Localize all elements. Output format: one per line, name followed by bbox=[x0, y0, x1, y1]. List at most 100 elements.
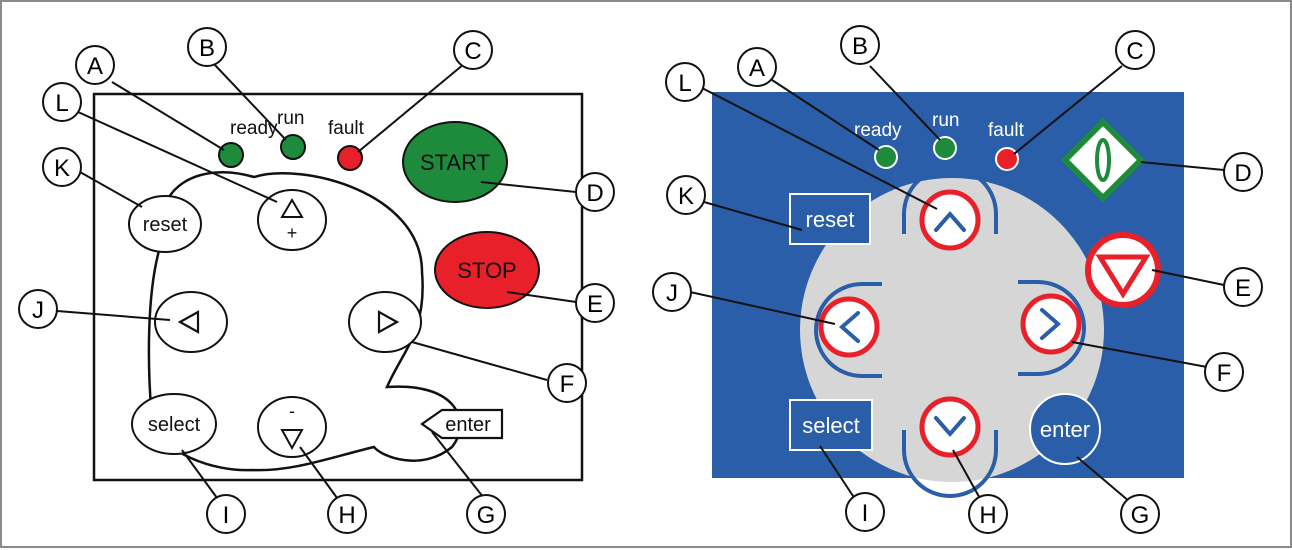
left-callout-b: B bbox=[187, 27, 227, 67]
svg-text:E: E bbox=[1235, 275, 1251, 302]
svg-text:L: L bbox=[55, 90, 68, 117]
down-arrow-icon bbox=[280, 429, 304, 451]
callout-line-g2 bbox=[1076, 456, 1131, 503]
right-callout-d: D bbox=[1223, 152, 1263, 192]
right-callout-e: E bbox=[1223, 267, 1263, 307]
callout-line-c bbox=[357, 63, 465, 153]
left-chevron-icon bbox=[838, 311, 860, 343]
callout-line-h2 bbox=[952, 449, 983, 503]
right-run-label: run bbox=[932, 110, 959, 131]
right-reset-label: reset bbox=[806, 207, 855, 232]
right-select-label: select bbox=[802, 413, 859, 438]
left-down-minus-button[interactable]: - bbox=[257, 396, 327, 458]
stop-icon bbox=[1095, 254, 1151, 299]
callout-line-h bbox=[299, 446, 341, 503]
callout-line-a2 bbox=[771, 79, 880, 151]
left-keypad: ready run fault START STOP reset + bbox=[92, 92, 584, 482]
callout-line-d2 bbox=[1140, 161, 1225, 171]
left-enter-button[interactable]: enter bbox=[420, 408, 504, 440]
left-reset-button[interactable]: reset bbox=[128, 195, 202, 253]
left-callout-d: D bbox=[575, 172, 615, 212]
left-stop-label: STOP bbox=[457, 258, 517, 283]
right-run-led bbox=[933, 136, 957, 160]
left-stop-button[interactable]: STOP bbox=[434, 231, 540, 309]
left-callout-f: F bbox=[547, 363, 587, 403]
svg-text:G: G bbox=[1131, 502, 1150, 529]
right-callouts bbox=[689, 65, 1225, 503]
right-fault-label: fault bbox=[988, 120, 1025, 141]
right-callout-f: F bbox=[1204, 352, 1244, 392]
svg-text:F: F bbox=[560, 371, 575, 398]
left-left-arrow-button[interactable] bbox=[154, 291, 228, 353]
left-fault-label: fault bbox=[328, 118, 365, 139]
callout-line-b2 bbox=[869, 65, 941, 141]
left-select-button[interactable]: select bbox=[131, 393, 217, 455]
svg-text:J: J bbox=[666, 280, 678, 307]
right-chevron-icon bbox=[1040, 308, 1062, 340]
svg-text:I: I bbox=[862, 500, 869, 527]
svg-text:D: D bbox=[1234, 160, 1251, 187]
right-callout-b: B bbox=[840, 25, 880, 65]
left-select-label: select bbox=[148, 414, 201, 436]
svg-text:D: D bbox=[586, 180, 603, 207]
start-icon bbox=[1095, 138, 1111, 182]
callout-line-e2 bbox=[1151, 269, 1225, 286]
left-start-button[interactable]: START bbox=[402, 121, 508, 203]
right-up-button[interactable] bbox=[902, 166, 998, 251]
right-callout-a: A bbox=[737, 47, 777, 87]
left-callout-badges: A B C D E F G H I J K L bbox=[18, 27, 615, 534]
left-ready-led bbox=[218, 142, 244, 168]
svg-text:B: B bbox=[852, 33, 868, 60]
right-arrow-icon bbox=[377, 310, 400, 334]
left-callouts bbox=[56, 63, 577, 503]
right-callout-c: C bbox=[1115, 30, 1155, 70]
up-chevron-icon bbox=[934, 210, 966, 232]
right-keypad: ready run fault reset select enter bbox=[712, 92, 1184, 498]
callout-line-l bbox=[66, 106, 278, 203]
callout-line-f bbox=[411, 341, 548, 381]
left-callout-k: K bbox=[42, 147, 82, 187]
callout-line-j bbox=[56, 310, 171, 321]
callout-line-c2 bbox=[1013, 65, 1123, 155]
right-left-button[interactable] bbox=[814, 282, 882, 378]
right-start-button[interactable] bbox=[1060, 117, 1146, 203]
callout-line-f2 bbox=[1071, 341, 1208, 368]
right-ready-label: ready bbox=[854, 120, 902, 141]
svg-text:H: H bbox=[979, 502, 996, 529]
left-callout-e: E bbox=[575, 283, 615, 323]
callout-line-i bbox=[181, 449, 221, 503]
right-enter-button[interactable]: enter bbox=[1029, 393, 1101, 465]
left-right-arrow-button[interactable] bbox=[348, 291, 422, 353]
left-up-plus-button[interactable]: + bbox=[257, 189, 327, 251]
callout-line-e bbox=[506, 291, 577, 303]
left-fault-led bbox=[337, 145, 363, 171]
right-callout-g: G bbox=[1120, 494, 1160, 534]
callout-line-b bbox=[213, 63, 287, 141]
right-nav-pad bbox=[800, 178, 1104, 482]
svg-text:C: C bbox=[1126, 38, 1143, 65]
svg-text:B: B bbox=[199, 35, 215, 62]
callout-line-l2 bbox=[701, 87, 938, 210]
left-minus-label: - bbox=[289, 401, 295, 421]
right-reset-button[interactable]: reset bbox=[789, 193, 871, 245]
left-plus-label: + bbox=[287, 223, 298, 243]
right-stop-button[interactable] bbox=[1085, 232, 1161, 308]
callout-line-i2 bbox=[819, 445, 858, 503]
left-callout-j: J bbox=[18, 289, 58, 329]
right-right-button[interactable] bbox=[1018, 280, 1086, 376]
svg-text:G: G bbox=[477, 502, 496, 529]
svg-text:F: F bbox=[1217, 360, 1232, 387]
svg-text:E: E bbox=[587, 291, 603, 318]
right-ready-led bbox=[874, 145, 898, 169]
right-down-button[interactable] bbox=[902, 396, 998, 498]
right-enter-label: enter bbox=[1040, 417, 1090, 442]
left-callout-c: C bbox=[453, 30, 493, 70]
callout-line-j2 bbox=[689, 291, 836, 325]
callout-line-k bbox=[79, 171, 143, 208]
svg-text:C: C bbox=[464, 38, 481, 65]
right-select-button[interactable]: select bbox=[789, 399, 873, 451]
left-callout-h: H bbox=[327, 494, 367, 534]
callout-line-d bbox=[480, 181, 577, 193]
